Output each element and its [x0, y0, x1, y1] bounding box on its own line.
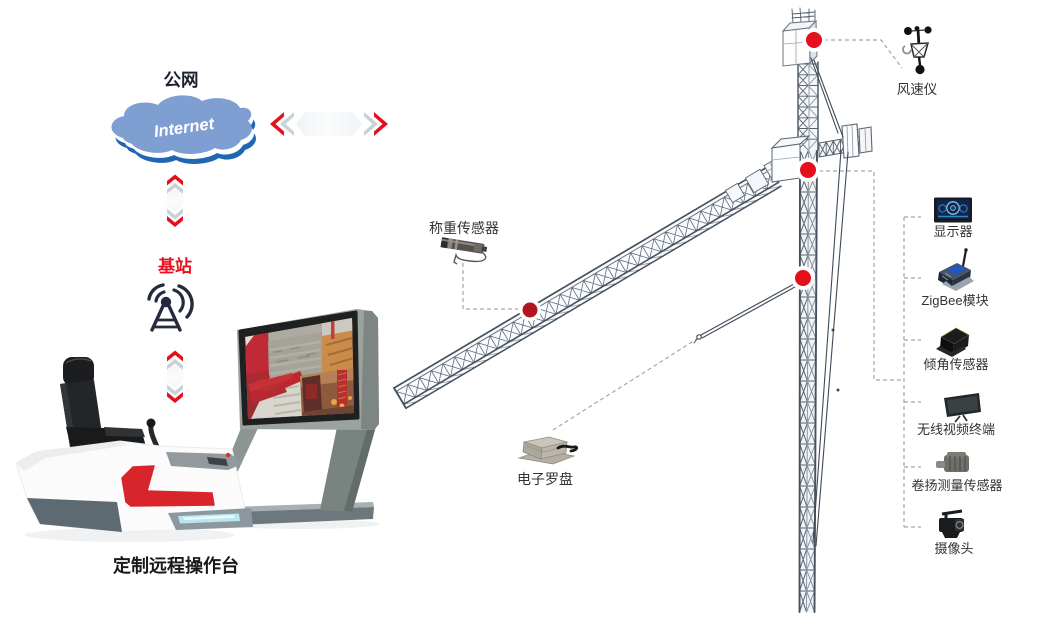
svg-text:ZigBee模块: ZigBee模块	[921, 293, 988, 308]
svg-text:公网: 公网	[164, 70, 199, 90]
svg-text:称重传感器: 称重传感器	[429, 220, 499, 236]
svg-text:风速仪: 风速仪	[897, 82, 938, 97]
svg-text:基站: 基站	[157, 256, 192, 276]
svg-text:电子罗盘: 电子罗盘	[517, 471, 573, 487]
svg-text:无线视频终端: 无线视频终端	[917, 422, 995, 437]
svg-text:摄像头: 摄像头	[934, 541, 973, 556]
svg-text:定制远程操作台: 定制远程操作台	[113, 555, 239, 576]
svg-text:卷扬测量传感器: 卷扬测量传感器	[911, 478, 1002, 493]
svg-text:显示器: 显示器	[933, 224, 972, 239]
svg-text:倾角传感器: 倾角传感器	[923, 357, 988, 372]
